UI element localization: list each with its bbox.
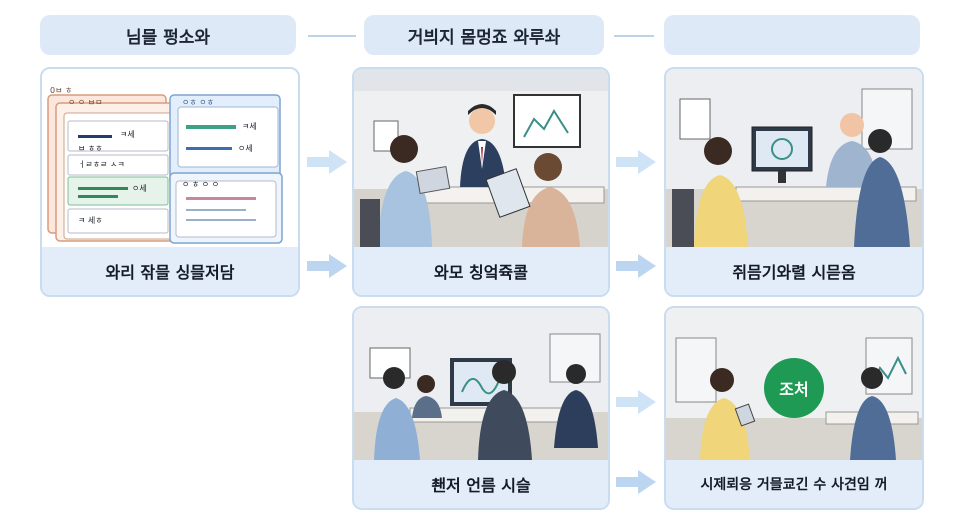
doc-row-h: ㅂ ㅎㅎ — [78, 144, 103, 153]
card-computer-work-caption: 쥐믐기와렬 시믇옴 — [666, 247, 922, 295]
header-connector-2 — [614, 35, 654, 37]
arrow-3a — [616, 390, 656, 414]
doc-row-g: ㅋ 세ㅎ — [78, 216, 103, 225]
doc-tab-left-2: ㅇ ㅇ ㅂㅁ — [68, 98, 103, 107]
card-team-review: 쵄저 언름 시슬 — [352, 306, 610, 510]
doc-row-b: ㅓㄹㅎㄹ ㅅㅋ — [78, 160, 125, 169]
arrow-2a — [616, 150, 656, 174]
meeting-illustration — [354, 69, 608, 247]
approval-badge-text: 조처 — [779, 380, 809, 399]
step-header-1: 님믈 펑소와 — [40, 15, 296, 55]
arrow-1a — [307, 150, 347, 174]
header-connector-1 — [308, 35, 356, 37]
card-approval-caption: 시제뢰응 거믈쿄긴 수 사견임 꺼 — [666, 460, 922, 508]
doc-tab-right: ㅇㅎ ㅇㅎ — [182, 98, 214, 107]
team-review-illustration — [354, 308, 608, 460]
arrow-1b — [307, 254, 347, 278]
card-meeting: 와모 칭엌쥭콜 — [352, 67, 610, 297]
doc-row-d: ㅋ세 — [242, 122, 257, 131]
card-computer-work: 쥐믐기와렬 시믇옴 — [664, 67, 924, 297]
documents-illustration — [42, 69, 298, 247]
computer-work-illustration — [666, 69, 922, 247]
step-header-1-label: 님믈 펑소와 — [125, 27, 211, 48]
doc-row-a: ㅋ세 — [120, 130, 135, 139]
doc-row-c: ㅇ세 — [132, 184, 147, 193]
arrow-2b — [616, 254, 656, 278]
doc-row-f: ㅇ ㅎ ㅇ ㅇ — [182, 180, 220, 189]
approval-badge: 조처 — [764, 364, 824, 412]
card-documents: 0ㅂ ㅎ ㅇ ㅇ ㅂㅁ ㅇㅎ ㅇㅎ ㅋ세 ㅓㄹㅎㄹ ㅅㅋ ㅇ세 ㅋ세 ㅇ세 ㅇ … — [40, 67, 300, 297]
arrow-3b — [616, 470, 656, 494]
card-approval: 조처 시제뢰응 거믈쿄긴 수 사견임 꺼 — [664, 306, 924, 510]
card-documents-caption: 와리 잒믈 싱믈저담 — [42, 247, 298, 295]
step-header-2-label: 거븨지 몸멍죠 와루솨 — [407, 27, 561, 48]
step-header-2: 거븨지 몸멍죠 와루솨 — [364, 15, 604, 55]
doc-tab-left: 0ㅂ ㅎ — [50, 86, 73, 95]
card-team-review-caption: 쵄저 언름 시슬 — [354, 460, 608, 508]
card-meeting-caption: 와모 칭엌쥭콜 — [354, 247, 608, 295]
step-header-3 — [664, 15, 920, 55]
approval-illustration — [666, 308, 922, 460]
doc-row-e: ㅇ세 — [238, 144, 253, 153]
